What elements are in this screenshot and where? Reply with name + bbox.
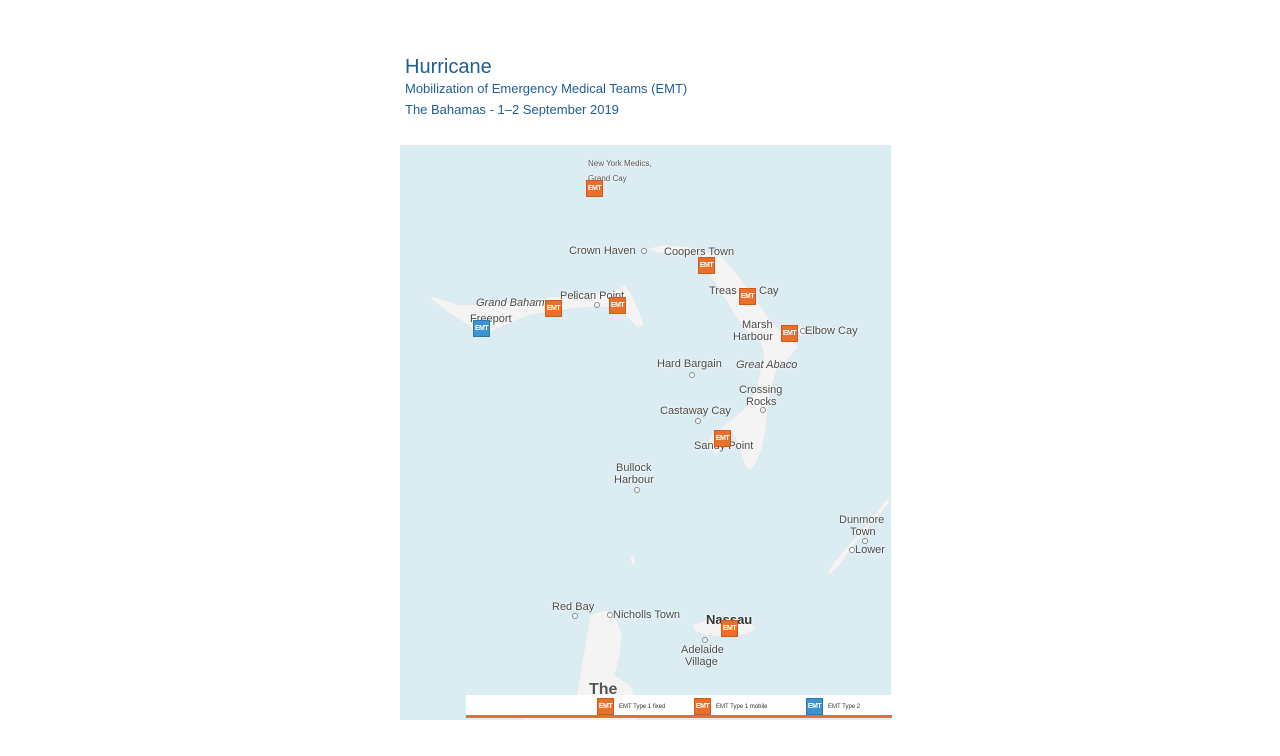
label-dunmore-town-2: Town	[850, 526, 876, 538]
label-grand-bahama: Grand Baham	[476, 297, 545, 309]
emt-type1-marker-nassau[interactable]: EMT	[721, 620, 738, 637]
label-coopers-town: Coopers Town	[664, 246, 735, 258]
dot-red-bay	[572, 613, 578, 619]
dot-bullock-harbour	[634, 487, 640, 493]
emt-type1-marker-sandy-point[interactable]: EMT	[714, 430, 731, 447]
label-crossing-rocks-2: Rocks	[746, 396, 777, 408]
dot-crossing-rocks	[760, 407, 766, 413]
label-adelaide-village-2: Village	[685, 656, 718, 668]
map-legend: EMT EMT Type 1 fixed EMT EMT Type 1 mobi…	[466, 695, 892, 718]
label-marsh-harbour-2: Harbour	[733, 331, 773, 343]
page-subtitle: Mobilization of Emergency Medical Teams …	[405, 81, 688, 96]
page-dateline: The Bahamas - 1–2 September 2019	[405, 102, 619, 117]
label-the: The	[589, 681, 618, 698]
label-new-york-medics: New York Medics,	[588, 159, 652, 168]
header: Hurricane Mobilization of Emergency Medi…	[405, 55, 687, 120]
legend-label: EMT Type 1 mobile	[716, 703, 768, 710]
label-red-bay: Red Bay	[552, 601, 595, 613]
label-crossing-rocks-1: Crossing	[739, 384, 783, 396]
label-lower: Lower	[855, 544, 885, 556]
dot-adelaide-village	[702, 637, 708, 643]
emt-type1-marker-coopers-town[interactable]: EMT	[698, 257, 715, 274]
dot-elbow-cay	[800, 328, 806, 334]
label-nicholls-town: Nicholls Town	[613, 609, 681, 621]
label-marsh-harbour-1: Marsh	[742, 319, 773, 331]
label-great-abaco: Great Abaco	[736, 359, 798, 371]
emt-type1-marker-treasure-cay[interactable]: EMT	[739, 288, 756, 305]
map[interactable]: New York Medics, Grand Cay Crown Haven C…	[400, 145, 891, 720]
label-grand-cay: Grand Cay	[588, 174, 627, 183]
page-title: Hurricane	[405, 56, 492, 78]
dot-dunmore-town	[862, 538, 868, 544]
emt-type2-marker-freeport[interactable]: EMT	[473, 320, 490, 337]
label-bullock-harbour-1: Bullock	[616, 462, 652, 474]
map-land	[427, 184, 891, 720]
label-bullock-harbour-2: Harbour	[614, 474, 654, 486]
dot-nicholls-town	[607, 612, 613, 618]
label-hard-bargain: Hard Bargain	[657, 358, 722, 370]
dot-hard-bargain	[689, 372, 695, 378]
dot-castaway-cay	[695, 418, 701, 424]
label-treasure-cay-1: Treas	[709, 285, 737, 297]
label-dunmore-town-1: Dunmore	[839, 514, 885, 526]
legend-label: EMT Type 1 fixed	[619, 703, 666, 710]
emt-type1-marker-pelican-point[interactable]: EMT	[609, 297, 626, 314]
dot-lower	[849, 547, 855, 553]
label-crown-haven: Crown Haven	[569, 245, 636, 257]
label-nassau: Nassau	[706, 613, 752, 626]
legend-type1-mobile-icon: EMT	[694, 698, 711, 715]
dot-pelican-point	[594, 302, 600, 308]
label-adelaide-village-1: Adelaide	[681, 644, 724, 656]
emt-type1-marker-grand-bahama[interactable]: EMT	[545, 300, 562, 317]
legend-item-type1-fixed: EMT EMT Type 1 fixed	[597, 698, 665, 715]
legend-type2-icon: EMT	[806, 698, 823, 715]
emt-type1-marker-marsh-harbour[interactable]: EMT	[781, 325, 798, 342]
label-castaway-cay: Castaway Cay	[660, 405, 731, 417]
dot-crown-haven	[641, 248, 647, 254]
label-treasure-cay-2: Cay	[759, 285, 779, 297]
label-elbow-cay: Elbow Cay	[805, 325, 858, 337]
legend-type1-fixed-icon: EMT	[597, 698, 614, 715]
legend-item-type2: EMT EMT Type 2	[806, 698, 860, 715]
label-pelican-point: Pelican Point	[560, 290, 625, 302]
legend-item-type1-mobile: EMT EMT Type 1 mobile	[694, 698, 767, 715]
legend-label: EMT Type 2	[828, 703, 861, 710]
emt-type1-marker-grand-cay[interactable]: EMT	[586, 180, 603, 197]
